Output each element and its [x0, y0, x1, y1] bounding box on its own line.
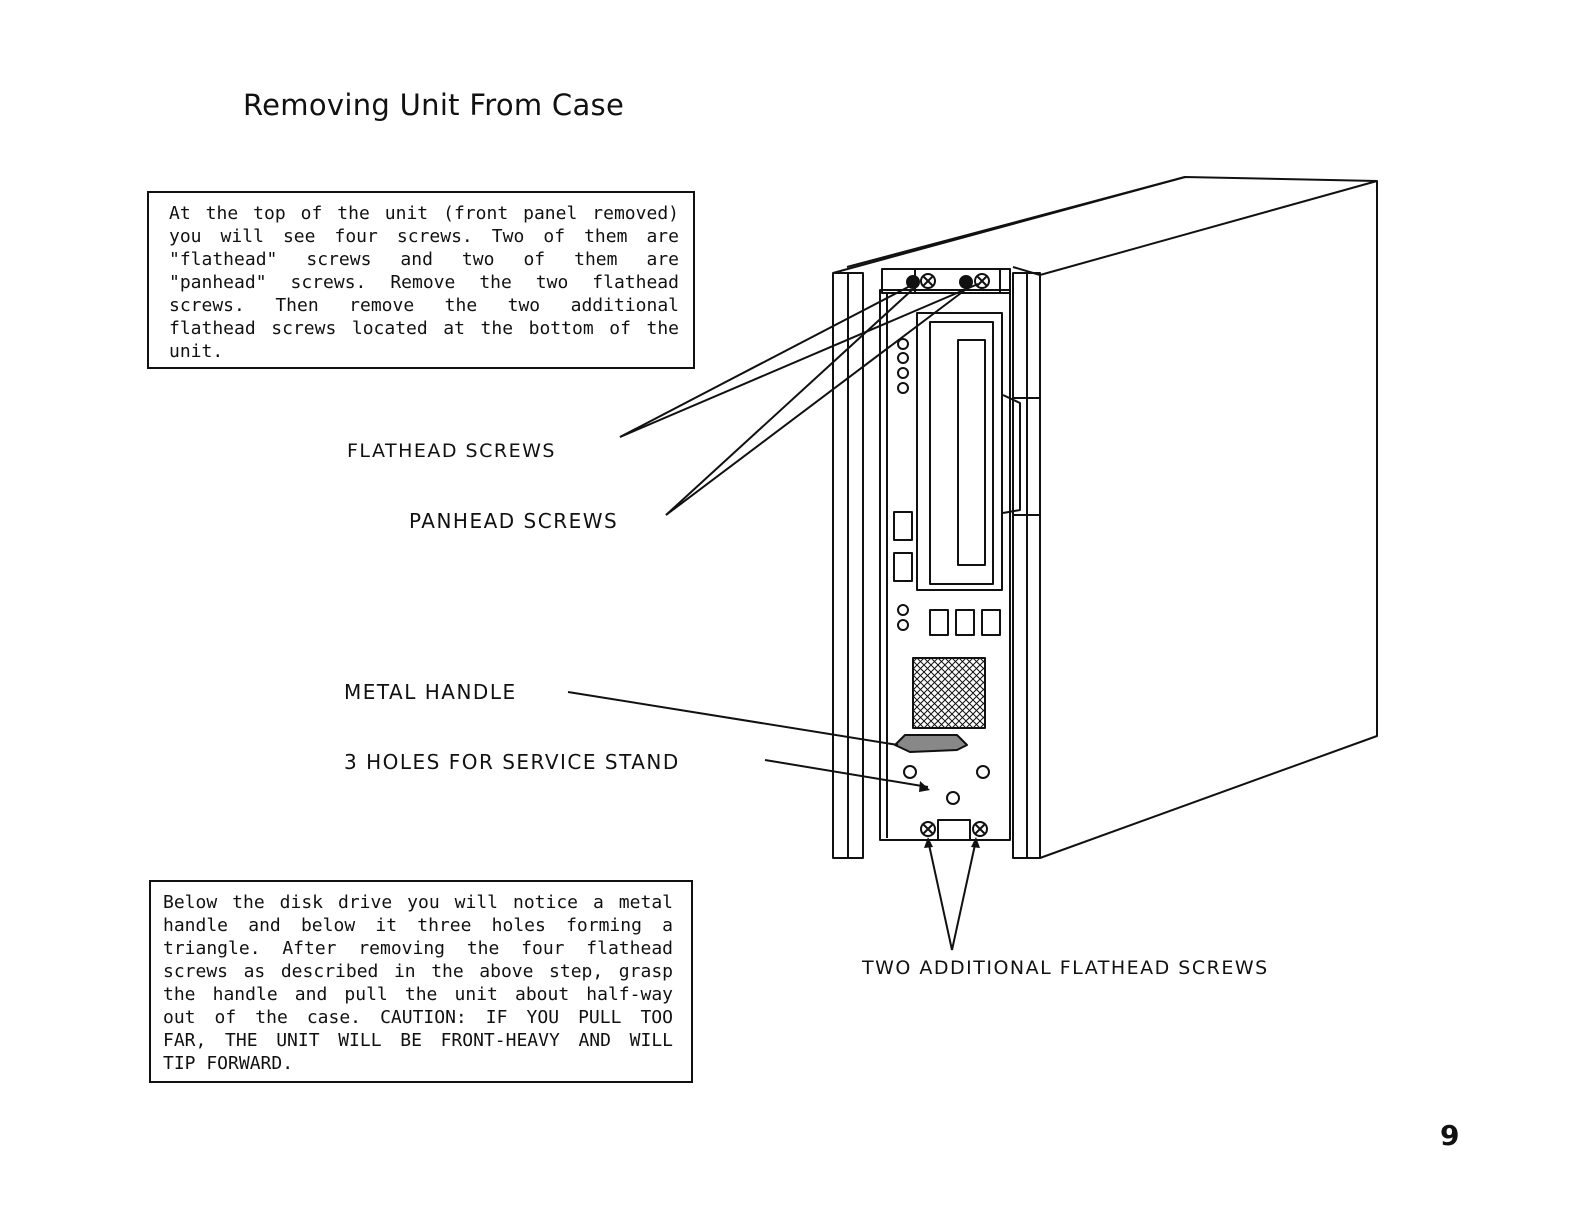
- vent-grille-icon: [912, 657, 986, 729]
- instructions-top-box: At the top of the unit (front panel remo…: [147, 191, 695, 369]
- leader-bottom-screw-2: [951, 839, 977, 951]
- leader-panhead-1: [665, 289, 913, 516]
- instructions-bottom-line: screws as described in the above step, g…: [163, 961, 673, 982]
- instructions-bottom-line: TIP FORWARD.: [163, 1053, 294, 1074]
- leader-lines: [567, 283, 979, 951]
- instructions-top-line: you will see four screws. Two of them ar…: [169, 226, 679, 247]
- instructions-bottom-line: triangle. After removing the four flathe…: [163, 938, 673, 959]
- leader-flathead-2: [619, 283, 979, 438]
- instructions-bottom-line: out of the case. CAUTION: IF YOU PULL TO…: [163, 1007, 673, 1028]
- instructions-top-line: flathead screws located at the bottom of…: [169, 318, 679, 339]
- indicator-lights: [897, 338, 909, 631]
- service-stand-holes: [903, 765, 990, 805]
- page-number: 9: [1440, 1119, 1460, 1152]
- callout-flathead-screws: FLATHEAD SCREWS: [347, 440, 556, 462]
- leader-flathead-1: [619, 284, 913, 438]
- callout-service-stand-holes: 3 HOLES FOR SERVICE STAND: [344, 750, 680, 774]
- screw-flathead-icon: [974, 273, 990, 289]
- panel-switches: [893, 511, 1001, 636]
- callout-additional-flathead-screws: TWO ADDITIONAL FLATHEAD SCREWS: [862, 957, 1269, 979]
- instructions-bottom-line: handle and below it three holes forming …: [163, 915, 673, 936]
- screw-flathead-icon: [920, 273, 936, 289]
- instructions-bottom-box: Below the disk drive you will notice a m…: [149, 880, 693, 1083]
- instructions-top-line: "panhead" screws. Remove the two flathea…: [169, 272, 679, 293]
- screw-flathead-icon: [920, 821, 936, 837]
- leader-bottom-screw-1: [927, 839, 953, 951]
- arrowheads: [919, 781, 980, 848]
- leader-panhead-2: [665, 289, 966, 516]
- instructions-top-line: screws. Then remove the two additional: [169, 295, 679, 316]
- screw-panhead-icon: [959, 275, 973, 289]
- bottom-screw-bar: [880, 819, 1010, 841]
- instructions-bottom-line: Below the disk drive you will notice a m…: [163, 892, 673, 913]
- instructions-top-line: unit.: [169, 341, 224, 362]
- instructions-bottom-line: FAR, THE UNIT WILL BE FRONT-HEAVY AND WI…: [163, 1030, 673, 1051]
- disk-slot-icon: [957, 339, 986, 566]
- instructions-bottom-line: the handle and pull the unit about half-…: [163, 984, 673, 1005]
- instructions-top-line: At the top of the unit (front panel remo…: [169, 203, 679, 224]
- callout-panhead-screws: PANHEAD SCREWS: [409, 509, 619, 533]
- side-bracket: [1002, 394, 1041, 516]
- case-outline: [832, 176, 1378, 859]
- page-title: Removing Unit From Case: [243, 88, 625, 122]
- front-chassis-panel: [879, 289, 1011, 841]
- disk-drive: [916, 312, 1003, 591]
- metal-handle-icon: [894, 734, 968, 753]
- leader-metal-handle: [567, 691, 899, 746]
- callout-metal-handle: METAL HANDLE: [344, 680, 517, 704]
- screw-flathead-icon: [972, 821, 988, 837]
- leader-service-holes: [764, 759, 929, 788]
- instructions-top-line: "flathead" screws and two of them are: [169, 249, 679, 270]
